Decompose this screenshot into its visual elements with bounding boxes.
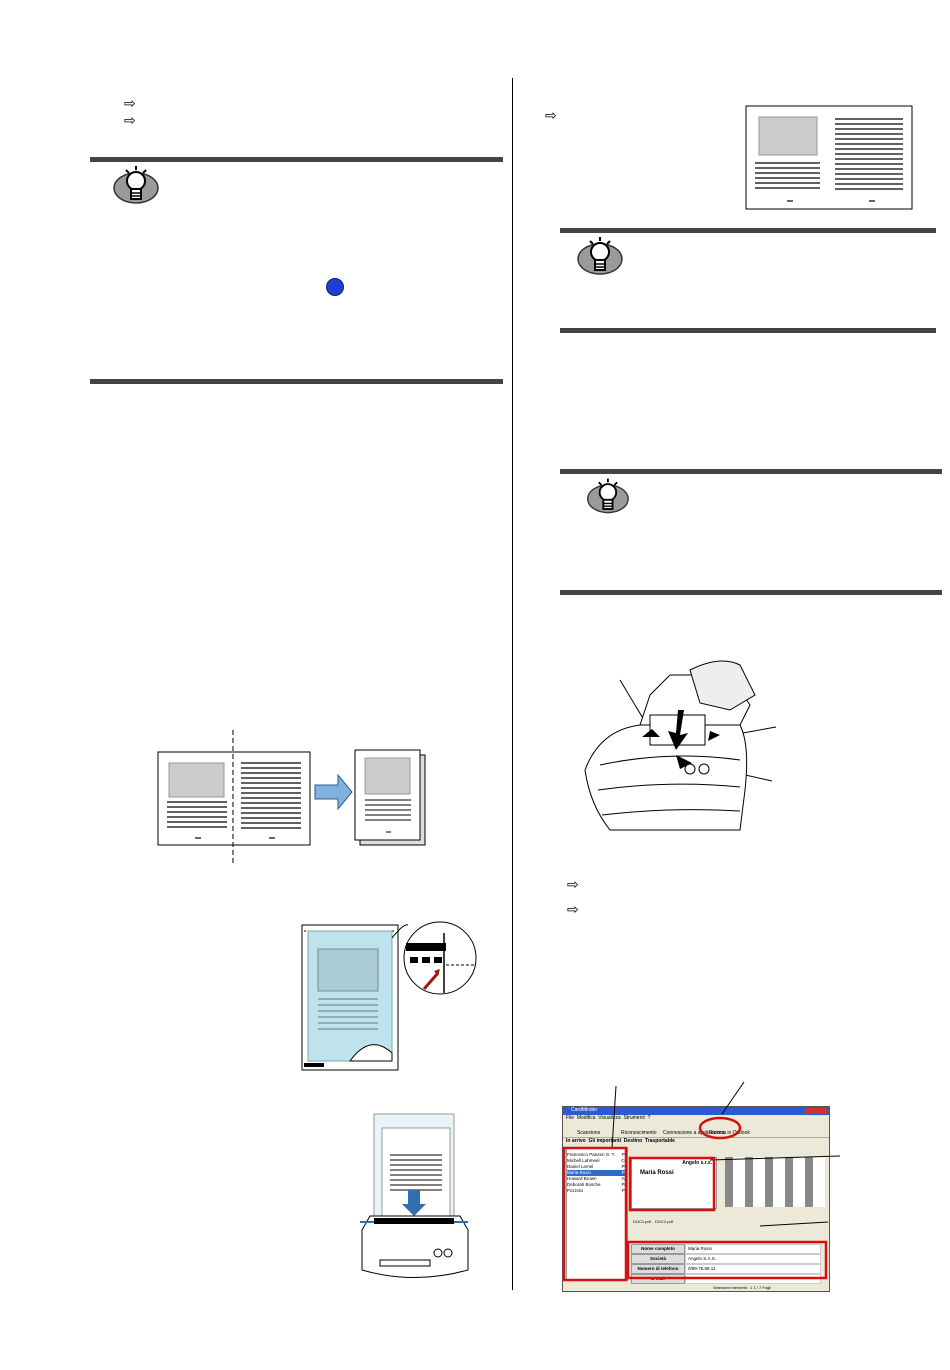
list-item[interactable]: Howard Brown Ab [567, 1176, 627, 1181]
pdf-attachment[interactable]: DOC1.pdf [633, 1219, 651, 1224]
list-item[interactable]: Maria Rossi Pit [567, 1170, 627, 1176]
tab-destination[interactable]: Destino [623, 1138, 643, 1144]
tab-important[interactable]: Gli importanti [588, 1138, 622, 1144]
lightbulb-hint-icon [577, 237, 623, 275]
right-arrow-icon: ⇨ [545, 107, 557, 123]
field-value[interactable]: Maria Rossi [685, 1244, 821, 1254]
tab-inbox[interactable]: In arrivo [566, 1138, 586, 1144]
blue-dot-icon [326, 278, 344, 296]
list-item[interactable]: Francesco Panzeri G. T. Pit [567, 1152, 627, 1157]
list-item[interactable]: Daniel Lemel Ph [567, 1164, 627, 1169]
window-title: CardMinder [571, 1107, 598, 1113]
list-item[interactable]: Deborah Bosche Pe [567, 1182, 627, 1187]
list-item[interactable]: Michell Lahmeel Co [567, 1158, 627, 1163]
right-arrow-icon: ⇨ [567, 876, 579, 892]
right-arrow-icon: ⇨ [567, 901, 579, 917]
column-divider [512, 78, 513, 1290]
list-item[interactable]: Pozzolo Pit [567, 1188, 627, 1193]
right-arrow-icon: ⇨ [124, 95, 136, 111]
field-label: Società [631, 1254, 685, 1264]
scanner-carrier-figure [360, 1113, 469, 1278]
toolbar: Scansione Riconoscimento Connessione a a… [563, 1121, 829, 1138]
right-arrow-icon: ⇨ [124, 112, 136, 128]
tab-portable[interactable]: Trasportable [644, 1138, 675, 1144]
split-document-figure [157, 730, 426, 865]
field-label: Nome completo [631, 1244, 685, 1254]
scan-button[interactable]: Scansione [577, 1130, 601, 1136]
hint-bottom-rule [560, 590, 942, 595]
menu-item-help[interactable]: ? [647, 1115, 651, 1121]
status-bar: Selezione elementi : 1 1 / 7 Fogli [713, 1285, 772, 1290]
attachment-list: DOC1.pdf DOC2.pdf [629, 1211, 709, 1225]
spread-document-figure [745, 105, 913, 210]
lightbulb-hint-icon [586, 478, 629, 514]
hint-top-rule [90, 157, 503, 162]
scanner-insertion-figure [584, 660, 777, 831]
lightbulb-hint-icon [113, 166, 159, 204]
card-company: Angelo s.r.s. [682, 1160, 712, 1166]
carrier-sheet-figure [301, 921, 477, 1071]
window-titlebar: CardMinder [563, 1107, 829, 1115]
menu-item-edit[interactable]: Modifica [576, 1115, 596, 1121]
card-list: Francesco Panzeri G. T. Pit Michell Lahm… [566, 1147, 628, 1281]
menu-item-view[interactable]: Visualizza [598, 1115, 621, 1121]
menu-bar: File Modifica Visualizza Strumenti ? [563, 1115, 829, 1121]
hint-top-rule [560, 228, 936, 233]
hint-bottom-rule [560, 328, 936, 333]
outlook-search-button[interactable]: Ricerca in Outlook [709, 1130, 750, 1136]
card-back-strip [725, 1157, 825, 1207]
card-person-name: Maria Rossi [640, 1170, 674, 1176]
field-value[interactable]: Angelo S.A.S. [685, 1254, 821, 1264]
tab-bar: In arrivo Gli importanti Destino Traspor… [563, 1138, 829, 1146]
field-value[interactable]: 0/99-75.88.11 [685, 1264, 821, 1274]
cardminder-window: CardMinder File Modifica Visualizza Stru… [562, 1106, 830, 1292]
window-controls[interactable] [805, 1108, 827, 1114]
hint-top-rule [560, 469, 942, 474]
menu-item-file[interactable]: File [566, 1115, 575, 1121]
recognize-button[interactable]: Riconoscimento [621, 1130, 657, 1136]
pdf-attachment[interactable]: DOC2.pdf [655, 1219, 673, 1224]
callout-overlay [562, 1081, 841, 1282]
menu-item-tools[interactable]: Strumenti [623, 1115, 645, 1121]
field-label: Numero di telefono [631, 1264, 685, 1274]
hint-bottom-rule [90, 379, 503, 384]
connect-app-button[interactable]: Connessione a applicazione [663, 1130, 726, 1136]
